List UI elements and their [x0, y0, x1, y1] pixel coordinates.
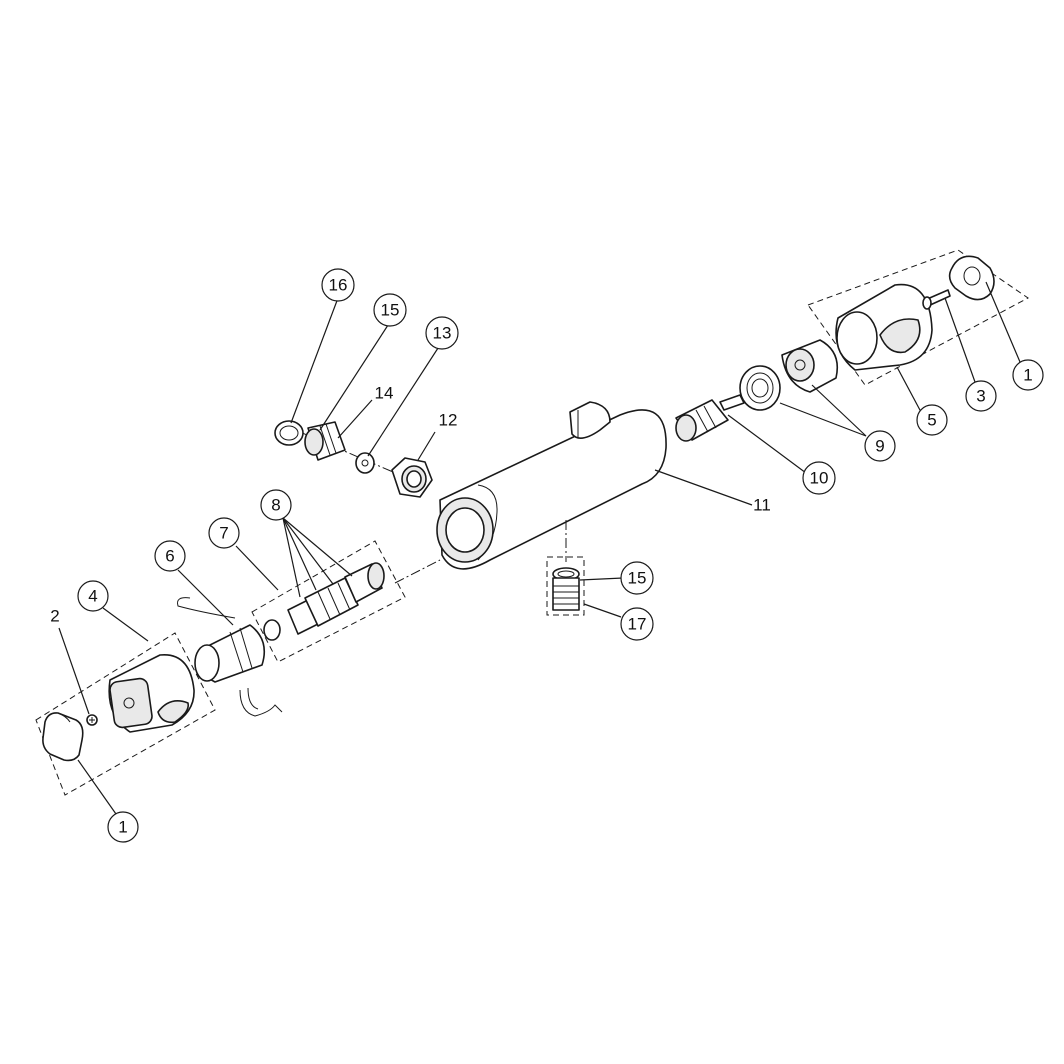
callout-label: 6: [165, 547, 174, 566]
cartridge-8: [263, 562, 385, 641]
screw-3: [922, 289, 951, 310]
callout-label: 3: [976, 387, 985, 406]
callout-16: 16: [321, 268, 355, 302]
callout-label: 16: [329, 276, 348, 295]
callout-label-plain: 14: [375, 384, 394, 403]
callout-label: 7: [219, 524, 228, 543]
callout-label: 15: [628, 569, 647, 588]
callout-2: 2: [50, 607, 59, 626]
callout-6: 6: [154, 540, 186, 572]
callout-12: 12: [439, 411, 458, 430]
callout-3: 3: [965, 380, 997, 412]
callout-label: 4: [88, 587, 97, 606]
callout-label: 5: [927, 411, 936, 430]
handle-5: [835, 283, 933, 371]
clip-6-bottom: [239, 687, 283, 717]
axis-line-left: [394, 559, 441, 584]
callout-8: 8: [260, 489, 292, 521]
leader-lines: [58, 281, 1021, 815]
group-box-cartridge: [251, 540, 406, 663]
hub-6: [194, 624, 266, 683]
valve-body: [436, 401, 667, 570]
washer-16: [274, 420, 304, 446]
callout-label: 17: [628, 615, 647, 634]
callout-label: 9: [875, 437, 884, 456]
callout-14: 14: [375, 384, 394, 403]
cartridge-10: [675, 394, 745, 442]
callout-label: 8: [271, 496, 280, 515]
callout-label: 15: [381, 301, 400, 320]
screw-13: [355, 452, 375, 474]
callout-7: 7: [208, 517, 240, 549]
ring-9a: [739, 365, 781, 411]
callout-10: 10: [802, 461, 836, 495]
callout-label-plain: 12: [439, 411, 458, 430]
callout-label: 10: [810, 469, 829, 488]
cap-1-right: [948, 255, 995, 301]
callout-17: 17: [620, 607, 654, 641]
outlet-fitting: [552, 567, 580, 611]
hub-9b: [781, 339, 839, 393]
fitting-15-top: [304, 421, 346, 461]
callout-15-top: 15: [373, 293, 407, 327]
clip-6-top: [177, 597, 236, 619]
screw-2: [86, 714, 98, 726]
callout-label: 1: [118, 818, 127, 837]
callout-1-right: 1: [1012, 359, 1044, 391]
callout-9: 9: [864, 430, 896, 462]
handle-4: [108, 654, 195, 733]
callout-label-plain: 11: [753, 496, 771, 515]
callout-13: 13: [425, 316, 459, 350]
callout-label-plain: 2: [50, 607, 59, 626]
callout-11: 11: [753, 496, 771, 515]
group-box-left-handle: [35, 632, 216, 796]
callout-4: 4: [77, 580, 109, 612]
group-box-outlet: [546, 556, 585, 616]
callout-label: 1: [1023, 366, 1032, 385]
callout-label: 13: [433, 324, 452, 343]
nut-12: [391, 457, 433, 498]
cap-1-left: [42, 712, 84, 762]
callout-5: 5: [916, 404, 948, 436]
callout-15-outlet: 15: [620, 561, 654, 595]
callout-1-left: 1: [107, 811, 139, 843]
